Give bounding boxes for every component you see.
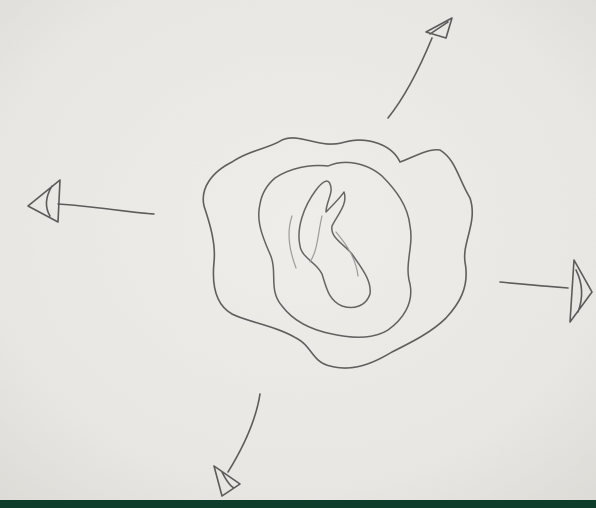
blob-outer-outline [203,138,472,368]
arrow-right-head [570,260,592,322]
blob-inner-swirl [299,181,370,307]
arrow-down-shaft [228,394,260,472]
arrow-left-head [28,180,60,222]
arrow-down-head [214,466,240,496]
arrow-up-right-shaft [388,38,432,118]
arrow-right-shaft [500,282,568,288]
bottom-edge-band [0,500,596,508]
arrow-up-right-head [426,18,452,38]
blob-middle-outline [259,162,411,337]
arrow-left-shaft [58,204,154,214]
